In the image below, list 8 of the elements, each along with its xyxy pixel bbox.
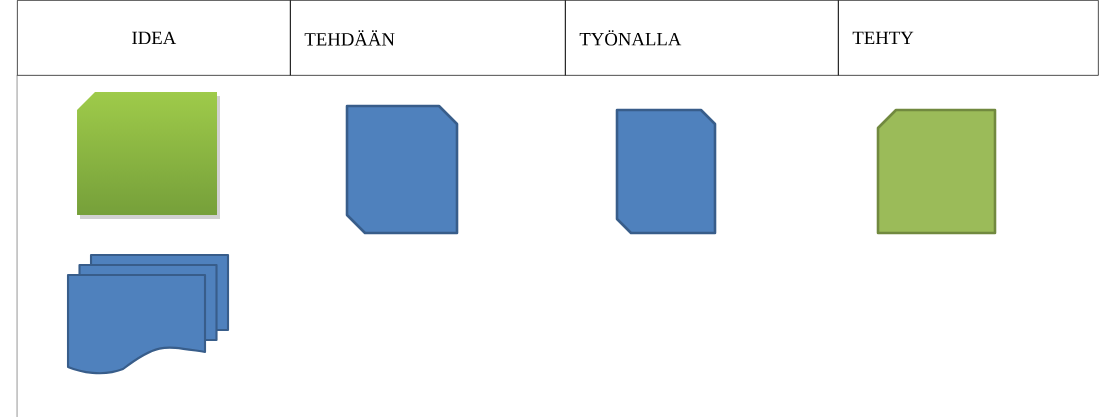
document-stack-drawing	[66, 253, 230, 375]
card-shape	[876, 108, 997, 235]
column-header: TEHTY	[838, 0, 1099, 76]
column-header: IDEA	[17, 0, 291, 76]
column-header: TEHDÄÄN	[290, 0, 566, 76]
card-shape	[345, 104, 459, 235]
card-shape	[615, 108, 717, 235]
column-header: TYÖNALLA	[565, 0, 839, 76]
